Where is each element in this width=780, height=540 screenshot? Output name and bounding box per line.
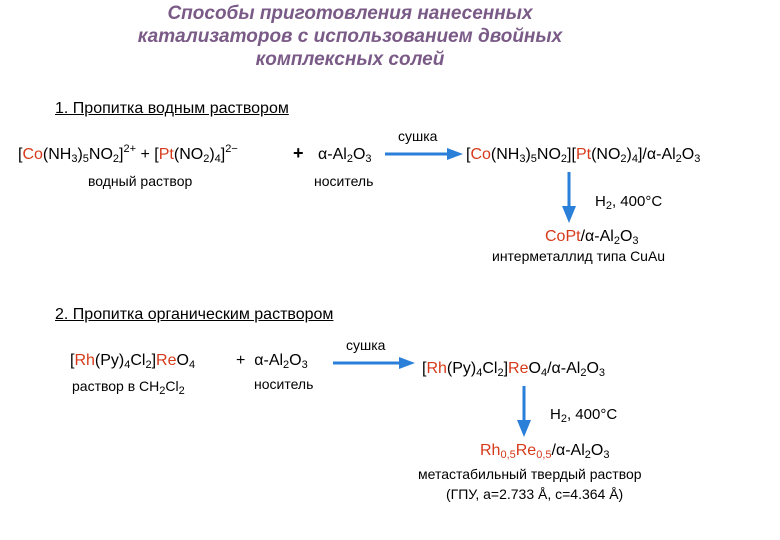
section-1-right-arrow-icon [385,148,463,160]
slide-title: Способы приготовления нанесенных катализ… [0,2,700,71]
section-2-heading: 2. Пропитка органическим раствором [55,306,334,323]
section-1-reactant-note: водный раствор [88,173,193,189]
section-1-product: [Co(NH3)5NO2][Pt(NO2)4]/α-Al2O3 [466,146,701,165]
section-1-reactant-1: [Co(NH3)5NO2]2+ + [Pt(NO2)4]2− [18,143,238,165]
section-1-reactant-2: [Pt(NO2)4]2− [154,143,238,165]
title-line-1: Способы приготовления нанесенных [167,3,533,24]
section-1-down-arrow-icon [562,172,576,223]
title-line-3: комплексных солей [255,49,445,70]
section-2-final-note-2: (ГПУ, a=2.733 Å, c=4.364 Å) [446,486,624,502]
section-1-step-label: сушка [398,128,438,144]
section-2-product: [Rh(Py)4Cl2]ReO4/α-Al2O3 [422,360,606,379]
metal-co: Co [22,146,43,163]
title-line-2: катализаторов с использованием двойных [137,26,563,47]
plus-sign: + [236,352,246,369]
section-2-reactant: [Rh(Py)4Cl2]ReO4 [70,352,196,371]
metal-pt: Pt [158,146,174,163]
section-2-final-product: Rh0,5Re0,5/α-Al2O3 [480,442,610,461]
plus-sign: + [140,146,150,163]
section-2-support-note: носитель [254,376,314,392]
section-2-condition: H2, 400°C [550,406,618,425]
section-2-step-label: сушка [346,337,386,353]
section-2-final-note-1: метастабильный твердый раствор [418,466,642,482]
section-1-condition: H2, 400°C [595,193,663,212]
section-1-heading: 1. Пропитка водным раствором [55,100,289,117]
section-2-reactant-note: раствор в CH2Cl2 [72,378,185,397]
plus-sign-big: + [293,143,304,163]
section-1-final-note: интерметаллид типа CuAu [492,248,666,264]
section-1-support-note: носитель [314,173,374,189]
section-1-final-product: CoPt/α-Al2O3 [545,228,639,247]
section-2-support: + α-Al2O3 [236,352,308,371]
section-2-right-arrow-icon [333,357,415,369]
section-1-support: α-Al2O3 [318,146,372,165]
section-2-down-arrow-icon [517,386,531,437]
